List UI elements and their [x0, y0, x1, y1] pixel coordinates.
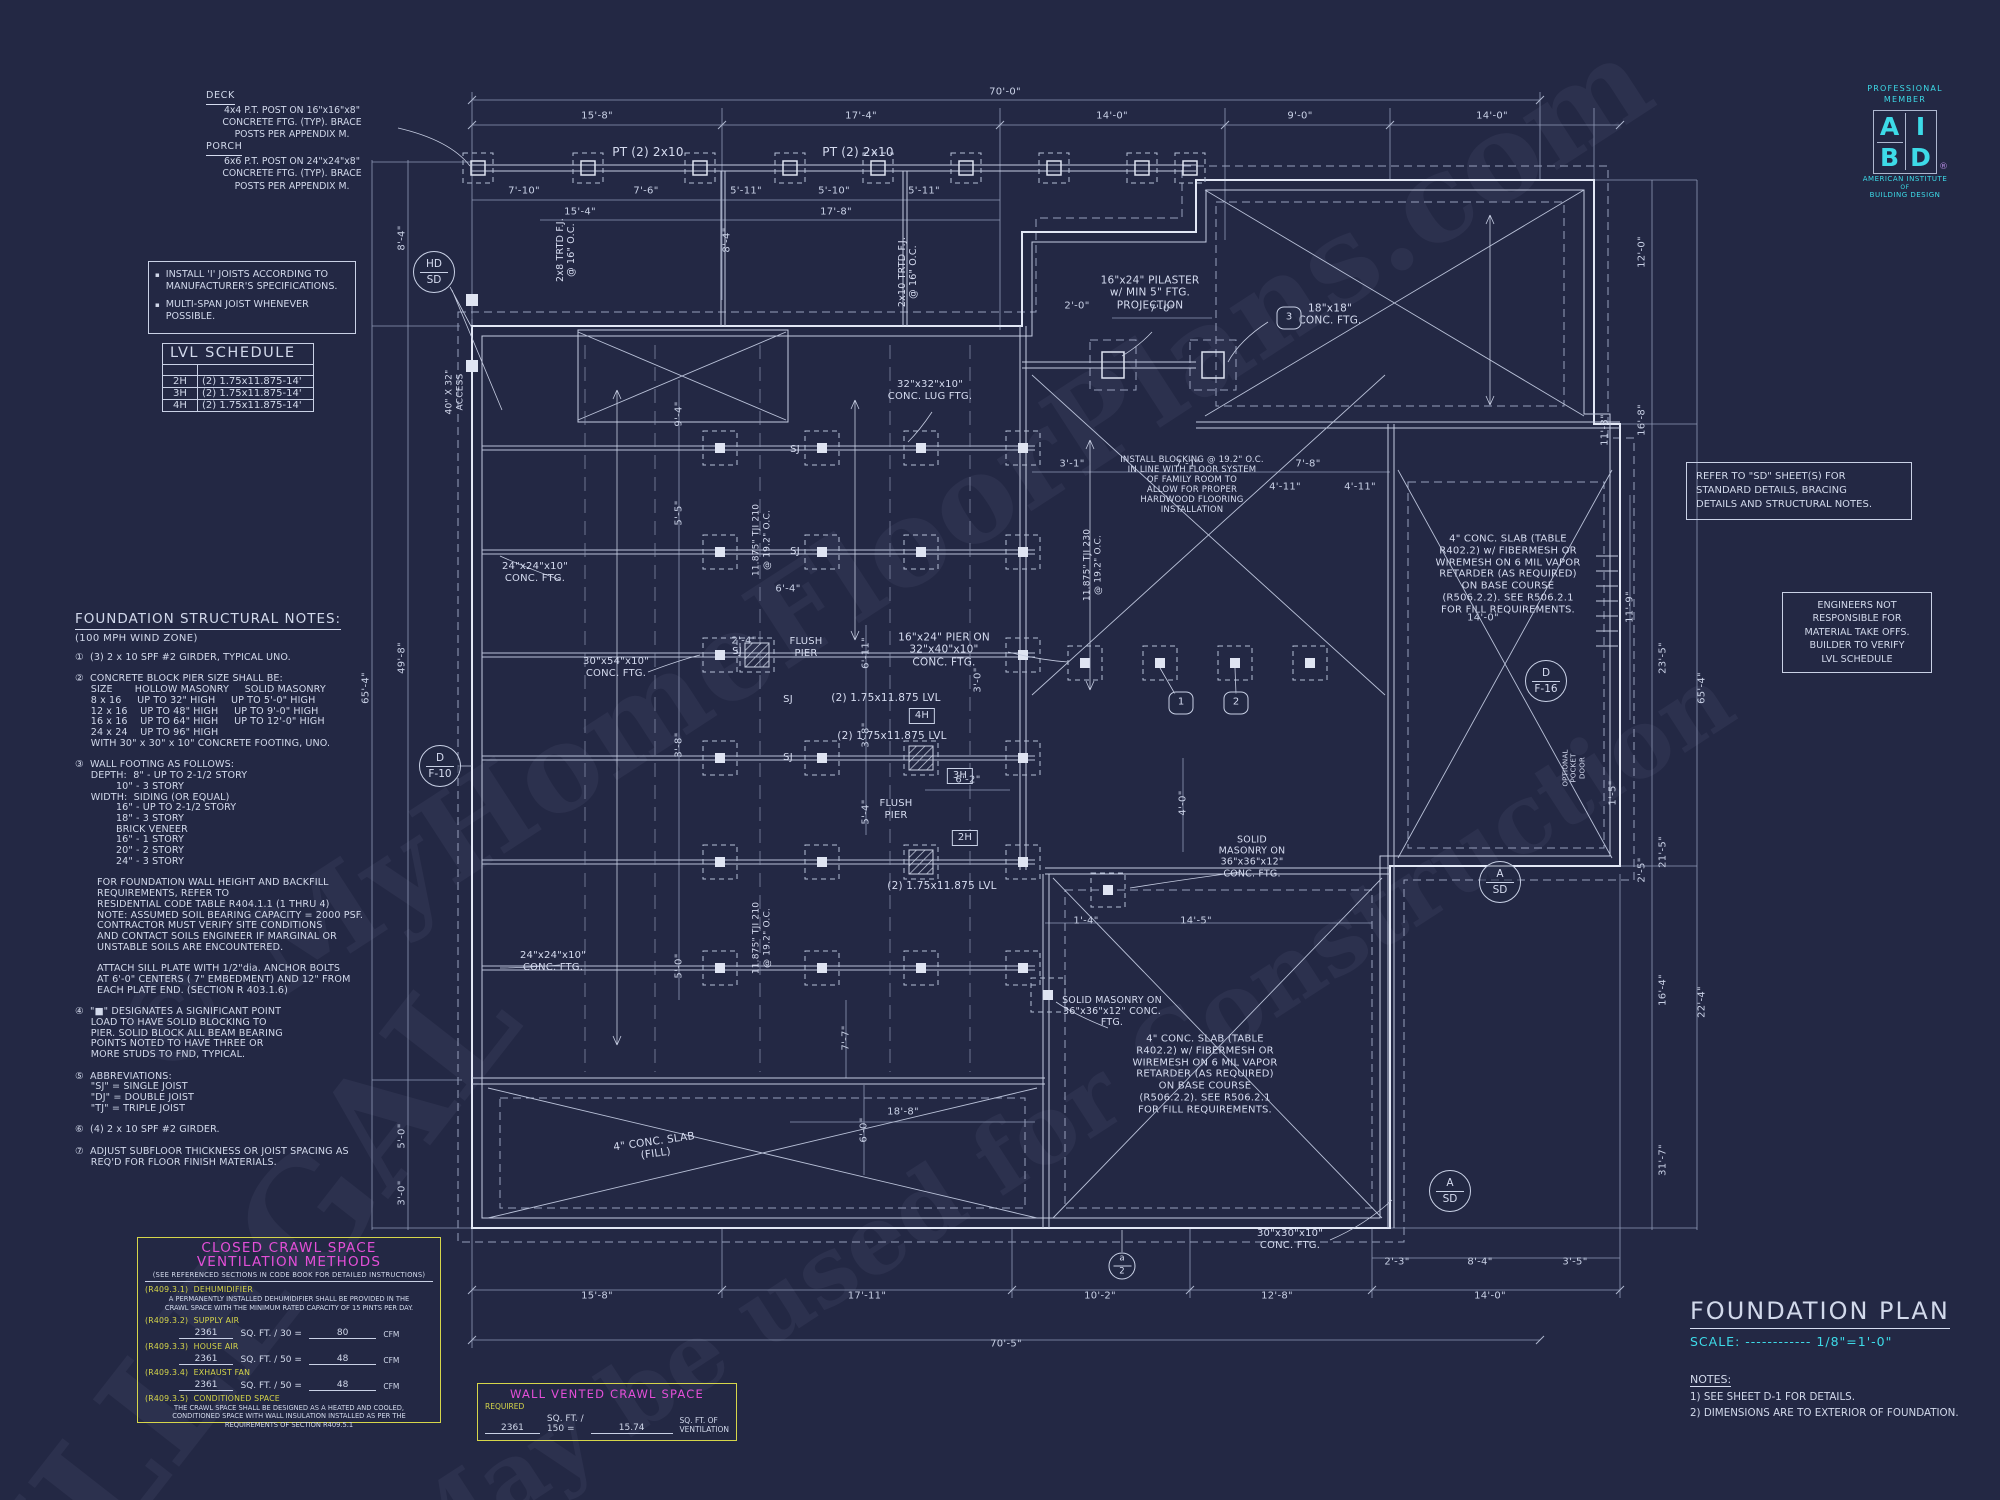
section-code: (R409.3.3) HOUSE AIR — [145, 1341, 239, 1351]
section-body: THE CRAWL SPACE SHALL BE DESIGNED AS A H… — [172, 1403, 406, 1430]
bullet-icon: ▪ — [155, 271, 160, 279]
deck-heading: DECK — [206, 90, 235, 105]
lvl-schedule-table: LVL SCHEDULE 2H(2) 1.75x11.875-14' 3H(2)… — [162, 343, 314, 412]
section-code: (R409.3.2) SUPPLY AIR — [145, 1315, 240, 1325]
closed-crawl-space-table: CLOSED CRAWL SPACE VENTILATION METHODS (… — [137, 1237, 441, 1429]
deck-note-body: 4x4 P.T. POST ON 16"x16"x8" CONCRETE FTG… — [222, 104, 362, 141]
joist-note-1: INSTALL 'I' JOISTS ACCORDING TO MANUFACT… — [165, 269, 338, 292]
joist-centerlines — [584, 345, 971, 1072]
joist-note-box: ▪ INSTALL 'I' JOISTS ACCORDING TO MANUFAC… — [148, 261, 356, 334]
structural-notes-heading: FOUNDATION STRUCTURAL NOTES: — [75, 611, 342, 630]
deck-porch-note: DECK 4x4 P.T. POST ON 16"x16"x8" CONCRET… — [206, 90, 378, 193]
dimension-ticks — [467, 95, 1625, 1345]
pilasters — [1101, 351, 1225, 379]
title-block: FOUNDATION PLAN SCALE: ------------ 1/8"… — [1690, 1297, 1990, 1419]
piers — [462, 152, 1328, 1013]
sheet-note-2: 2) DIMENSIONS ARE TO EXTERIOR OF FOUNDAT… — [1690, 1407, 1959, 1419]
wall-inner-lines — [472, 164, 1620, 1228]
bullet-icon: ▪ — [155, 300, 160, 309]
joist-note-2: MULTI-SPAN JOIST WHENEVER POSSIBLE. — [165, 298, 309, 322]
required-label: REQUIRED — [485, 1402, 525, 1411]
footing-dashed-lines — [457, 165, 1635, 1243]
dimension-lines — [371, 92, 1698, 1348]
engineers-note-box: ENGINEERS NOT RESPONSIBLE FOR MATERIAL T… — [1782, 592, 1932, 674]
closed-crawl-subtitle: (SEE REFERENCED SECTIONS IN CODE BOOK FO… — [145, 1271, 433, 1283]
porch-note-body: 6x6 P.T. POST ON 24"x24"x8" CONCRETE FTG… — [222, 156, 362, 192]
scale-note: SCALE: ------------ 1/8"=1'-0" — [1690, 1334, 1893, 1349]
closed-crawl-title: CLOSED CRAWL SPACE VENTILATION METHODS — [196, 1240, 382, 1271]
access-blocks — [466, 294, 478, 372]
foundation-structural-notes: FOUNDATION STRUCTURAL NOTES: (100 MPH WI… — [75, 608, 420, 1168]
structural-notes-body: ① (3) 2 x 10 SPF #2 GIRDER, TYPICAL UNO.… — [75, 652, 364, 1168]
slab-x-braces — [482, 189, 1613, 1219]
sheet-title: FOUNDATION PLAN — [1690, 1297, 1950, 1329]
lvl-schedule-title: LVL SCHEDULE — [162, 343, 314, 365]
section-body: A PERMANENTLY INSTALLED DEHUMIDIFIER SHA… — [164, 1295, 414, 1313]
sheet-note-1: 1) SE­E SHEET D-1 FOR DETAILS. — [1690, 1391, 1855, 1403]
section-code: (R409.3.4) EXHAUST FAN — [145, 1367, 251, 1377]
wall-vented-title: WALL VENTED CRAWL SPACE — [510, 1387, 704, 1401]
exterior-wall-outline — [471, 179, 1621, 1229]
porch-heading: PORCH — [206, 141, 243, 157]
table-row: 4H(2) 1.75x11.875-14' — [162, 399, 314, 412]
refer-sd-note-box: REFER TO "SD" SHEET(S) FOR STANDARD DETA… — [1686, 462, 1912, 520]
section-code: (R409.3.5) CONDITIONED SPACE — [145, 1393, 280, 1403]
leaders-and-arrows — [397, 127, 1495, 1252]
registered-mark-icon: ® — [1939, 162, 1948, 172]
wind-zone: (100 MPH WIND ZONE) — [75, 633, 198, 644]
notes-heading: NOTES: — [1690, 1373, 1732, 1387]
section-code: (R409.3.1) DEHUMIDIFIER — [145, 1285, 253, 1295]
